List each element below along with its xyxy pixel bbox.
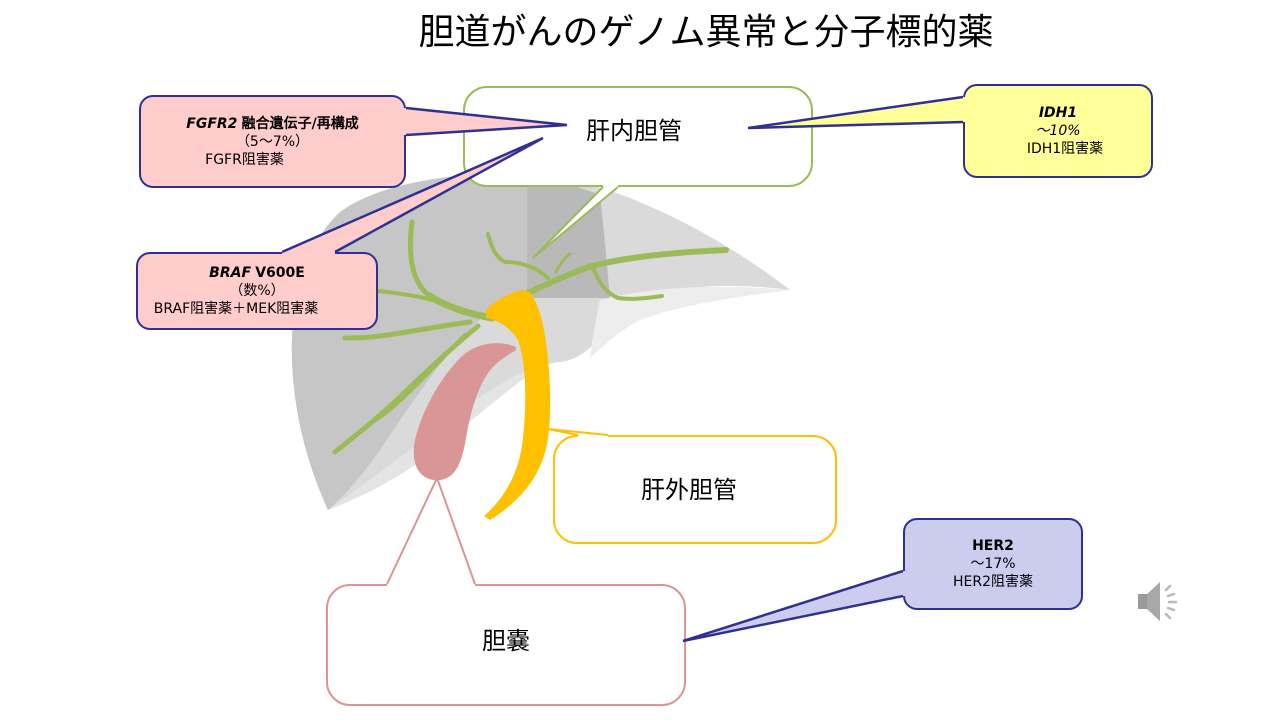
braf-gene-name: BRAF: [209, 265, 252, 281]
slide-title: 胆道がんのゲノム異常と分子標的薬: [418, 12, 994, 53]
idh1-gene-name: IDH1: [1038, 105, 1078, 121]
speaker-icon[interactable]: [1134, 576, 1190, 628]
gallbladder-callout: 胆嚢: [326, 584, 686, 706]
fgfr2-frequency: （5～7%）: [235, 133, 310, 150]
fgfr2-gene-name: FGFR2: [186, 115, 238, 132]
idh1-callout: IDH1 ～10% IDH1阻害薬: [963, 84, 1153, 178]
braf-drug: BRAF阻害薬＋MEK阻害薬: [153, 301, 319, 317]
intrahepatic-bile-duct-callout: 肝内胆管: [463, 86, 813, 187]
intrahepatic-duct-branch: [342, 319, 473, 341]
intrahepatic-duct-tree: [332, 219, 729, 455]
fgfr2-drug: FGFR阻害薬: [205, 151, 284, 168]
extrahepatic-bile-duct-callout: 肝外胆管: [553, 435, 837, 544]
her2-frequency: ～17%: [970, 556, 1016, 572]
extrahepatic-bile-duct-label: 肝外胆管: [641, 475, 737, 504]
her2-gene-name: HER2: [972, 538, 1014, 554]
intrahepatic-bile-duct-label: 肝内胆管: [586, 116, 682, 145]
braf-frequency: （数%）: [229, 283, 285, 299]
intrahepatic-duct-branch: [376, 289, 442, 304]
gallbladder-label: 胆嚢: [482, 627, 530, 655]
gallbladder-shape: [413, 343, 516, 481]
extrahepatic-duct-shape: [484, 290, 551, 520]
idh1-frequency: ～10%: [1035, 123, 1081, 139]
braf-alteration: V600E: [255, 265, 305, 281]
her2-callout: HER2 ～17% HER2阻害薬: [903, 518, 1083, 610]
intrahepatic-duct-branch: [366, 333, 467, 427]
intrahepatic-duct-branch: [590, 264, 664, 301]
fgfr2-alteration: 融合遺伝子/再構成: [241, 115, 359, 132]
her2-drug: HER2阻害薬: [952, 574, 1033, 590]
right-lobe-highlight: [590, 286, 790, 358]
idh1-drug: IDH1阻害薬: [1026, 141, 1104, 157]
